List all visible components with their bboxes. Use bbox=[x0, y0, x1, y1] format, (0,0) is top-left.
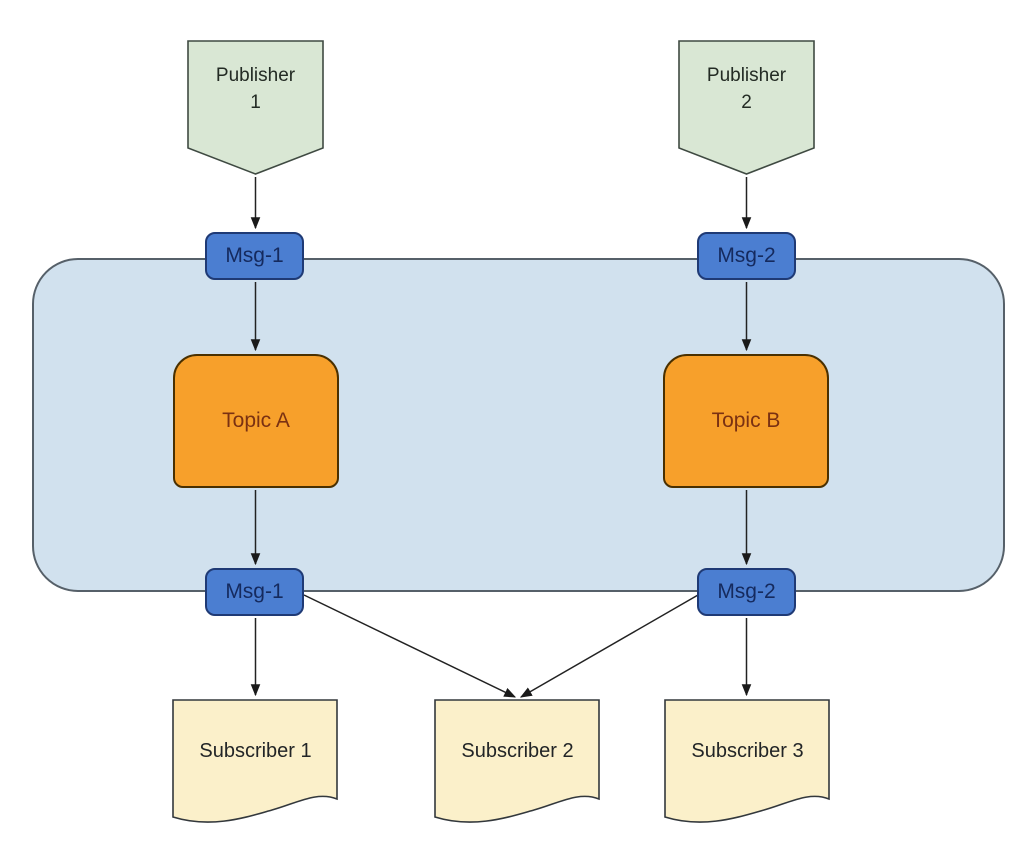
publisher-2-shape bbox=[678, 40, 815, 175]
arrow-msg2-to-subscriber2 bbox=[519, 594, 699, 698]
subscriber-1-label: Subscriber 1 bbox=[199, 740, 312, 762]
topic-a-label: Topic A bbox=[222, 409, 290, 432]
subscriber-1-node: Subscriber 1 bbox=[172, 699, 339, 831]
publisher-2-node: Publisher 2 bbox=[678, 40, 815, 175]
msg1-bottom-label: Msg-1 bbox=[225, 580, 284, 603]
arrow-msg1-to-subscriber2 bbox=[303, 594, 517, 698]
subscriber-1-shape bbox=[172, 699, 338, 823]
subscriber-3-node: Subscriber 3 bbox=[664, 699, 831, 831]
subscriber-2-node: Subscriber 2 bbox=[434, 699, 601, 831]
subscriber-3-shape bbox=[664, 699, 830, 823]
topic-a-node: Topic A bbox=[173, 354, 339, 488]
subscriber-2-shape bbox=[434, 699, 600, 823]
publisher-1-shape bbox=[187, 40, 324, 175]
msg1-top-node: Msg-1 bbox=[205, 232, 304, 280]
publisher-1-node: Publisher 1 bbox=[187, 40, 324, 175]
msg2-top-node: Msg-2 bbox=[697, 232, 796, 280]
msg2-bottom-label: Msg-2 bbox=[717, 580, 776, 603]
msg1-top-label: Msg-1 bbox=[225, 244, 284, 267]
subscriber-2-label: Subscriber 2 bbox=[461, 740, 574, 762]
topic-b-label: Topic B bbox=[711, 409, 781, 432]
msg2-bottom-node: Msg-2 bbox=[697, 568, 796, 616]
subscriber-3-label: Subscriber 3 bbox=[691, 740, 804, 762]
publisher-2-label: Publisher 2 bbox=[706, 65, 787, 113]
publisher-1-label: Publisher 1 bbox=[215, 65, 296, 113]
msg1-bottom-node: Msg-1 bbox=[205, 568, 304, 616]
topic-b-node: Topic B bbox=[663, 354, 829, 488]
msg2-top-label: Msg-2 bbox=[717, 244, 776, 267]
